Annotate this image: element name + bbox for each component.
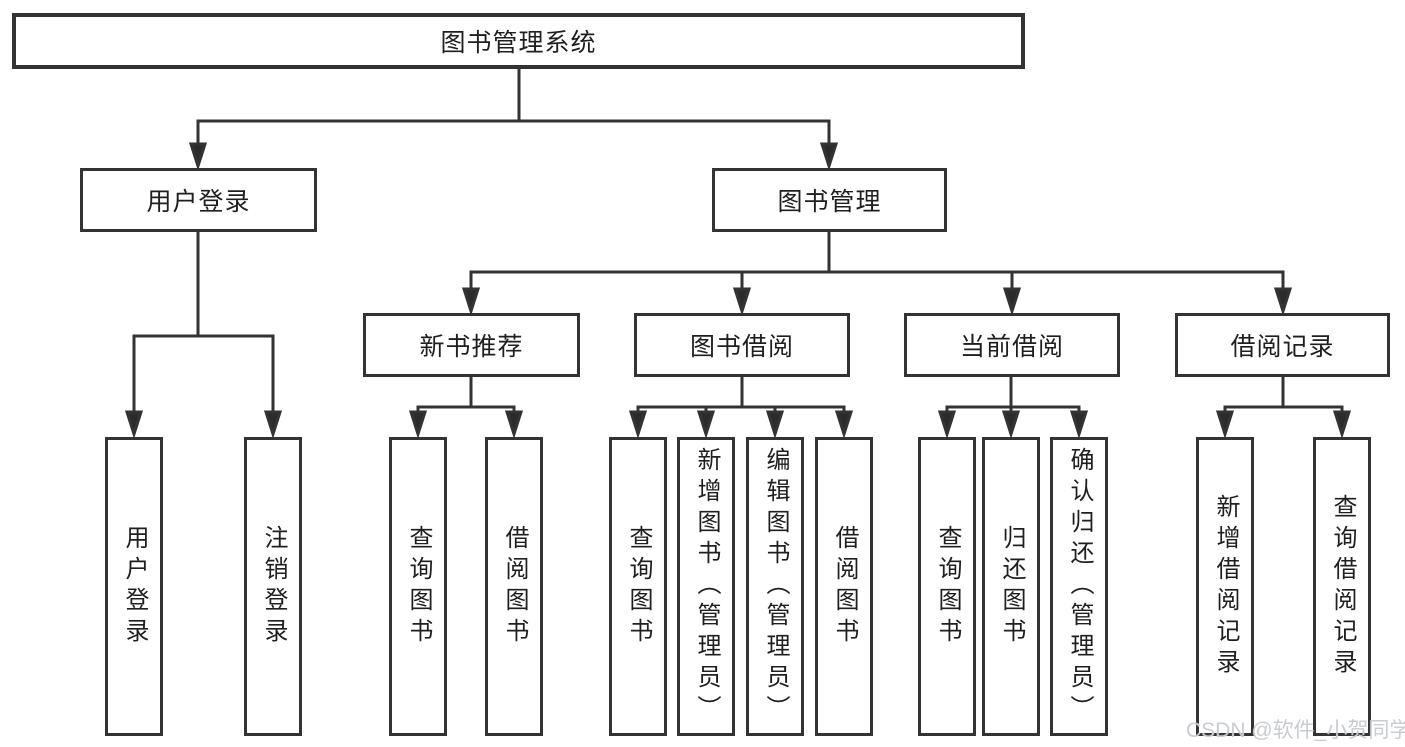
node-leaf-records-query-label: 查询借阅记录 (1329, 493, 1356, 680)
arrowhead-leaf-d3 (1069, 410, 1089, 439)
arrowhead-leaf-d2 (1001, 410, 1021, 439)
node-leaf-newbooks-query: 查询图书 (389, 437, 447, 736)
arrowhead-borrow-records (1273, 287, 1293, 316)
arrowhead-leaf-b1 (408, 410, 428, 439)
node-new-books: 新书推荐 (363, 313, 580, 377)
node-leaf-newbooks-query-label: 查询图书 (405, 524, 432, 649)
node-leaf-current-return: 归还图书 (982, 437, 1040, 736)
node-book-mgmt: 图书管理 (712, 168, 947, 232)
csdn-watermark: CSDN @软件_小贺同学 (1186, 719, 1405, 742)
node-leaf-newbooks-borrow-label: 借阅图书 (501, 524, 528, 649)
node-leaf-borrow-query-label: 查询图书 (625, 524, 652, 649)
arrowhead-leaf-d1 (937, 410, 957, 439)
arrowhead-new-books (461, 287, 481, 316)
node-borrow-records-label: 借阅记录 (1230, 333, 1335, 361)
node-leaf-records-add: 新增借阅记录 (1196, 437, 1254, 736)
arrowhead-user-login (188, 142, 208, 171)
node-leaf-borrow-edit: 编辑图书（管理员） (746, 437, 804, 736)
node-borrow-records: 借阅记录 (1175, 313, 1390, 377)
arrowhead-leaf-e1 (1215, 410, 1235, 439)
node-root: 图书管理系统 (12, 13, 1025, 69)
arrowhead-book-mgmt (819, 142, 839, 171)
arrowhead-leaf-e2 (1332, 410, 1352, 439)
node-leaf-current-confirm: 确认归还（管理员） (1050, 437, 1108, 736)
arrowhead-current-borrow (1002, 287, 1022, 316)
arrowhead-leaf-a1 (124, 410, 144, 439)
arrowhead-leaf-c1 (628, 410, 648, 439)
node-current-borrow-label: 当前借阅 (959, 333, 1064, 361)
node-new-books-label: 新书推荐 (419, 333, 524, 361)
node-leaf-borrow-query: 查询图书 (609, 437, 667, 736)
node-leaf-current-confirm-label: 确认归还（管理员） (1066, 447, 1093, 726)
node-leaf-borrow-add-label: 新增图书（管理员） (693, 447, 720, 726)
arrowhead-leaf-c4 (834, 410, 854, 439)
node-current-borrow: 当前借阅 (904, 313, 1120, 377)
node-leaf-borrow-book: 借阅图书 (815, 437, 873, 736)
node-book-borrow-label: 图书借阅 (689, 333, 794, 361)
node-leaf-logout: 注销登录 (244, 437, 302, 736)
node-leaf-newbooks-borrow: 借阅图书 (485, 437, 543, 736)
arrowhead-leaf-c3 (765, 410, 785, 439)
arrowhead-leaf-a2 (263, 410, 283, 439)
node-leaf-records-query: 查询借阅记录 (1313, 437, 1371, 736)
arrowhead-leaf-c2 (696, 410, 716, 439)
node-leaf-current-query: 查询图书 (918, 437, 976, 736)
node-book-borrow: 图书借阅 (634, 313, 850, 377)
node-user-login-label: 用户登录 (146, 188, 251, 216)
node-leaf-current-return-label: 归还图书 (998, 524, 1025, 649)
arrowhead-leaf-b2 (504, 410, 524, 439)
node-root-label: 图书管理系统 (440, 29, 597, 57)
node-leaf-borrow-add: 新增图书（管理员） (677, 437, 735, 736)
node-leaf-borrow-book-label: 借阅图书 (831, 524, 858, 649)
arrowhead-book-borrow (732, 287, 752, 316)
node-book-mgmt-label: 图书管理 (777, 188, 882, 216)
node-leaf-user-login-label: 用户登录 (121, 524, 148, 649)
node-user-login: 用户登录 (80, 168, 317, 232)
node-leaf-logout-label: 注销登录 (260, 524, 287, 649)
node-leaf-records-add-label: 新增借阅记录 (1212, 493, 1239, 680)
node-leaf-current-query-label: 查询图书 (934, 524, 961, 649)
node-leaf-user-login: 用户登录 (105, 437, 163, 736)
node-leaf-borrow-edit-label: 编辑图书（管理员） (762, 447, 789, 726)
